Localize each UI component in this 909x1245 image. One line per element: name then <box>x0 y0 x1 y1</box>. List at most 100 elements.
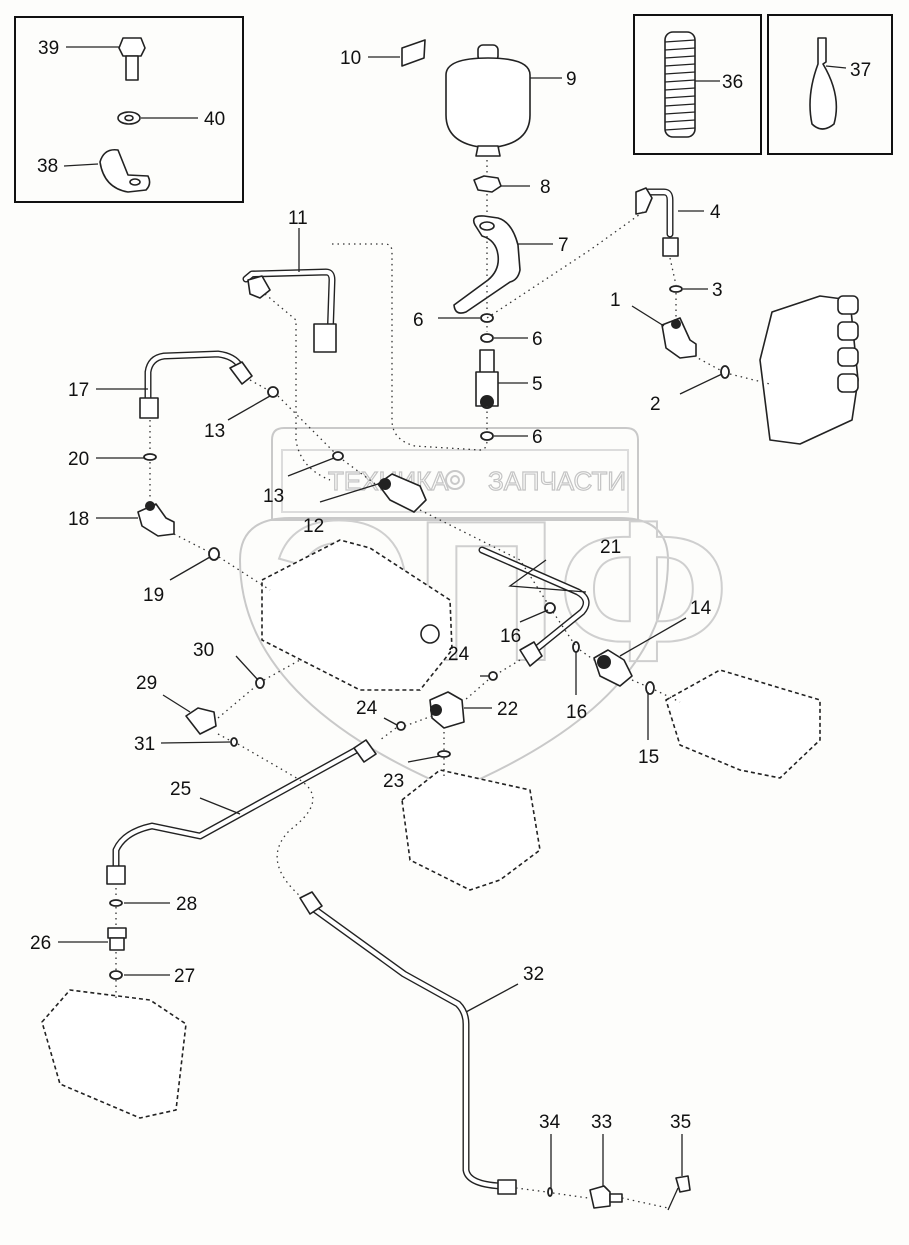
part-elbow-fitting <box>137 501 175 537</box>
gear-icon <box>445 470 465 490</box>
part-adapter-fitting <box>107 927 127 951</box>
assembly-lines <box>115 160 771 1209</box>
callout-13-b[interactable]: 13 <box>263 486 284 507</box>
callout-36[interactable]: 36 <box>722 72 743 93</box>
callout-32[interactable]: 32 <box>523 964 544 985</box>
callout-11[interactable]: 11 <box>288 208 308 229</box>
callout-17[interactable]: 17 <box>68 380 89 401</box>
part-pipe-11 <box>242 268 337 353</box>
part-quick-coupler <box>589 1185 623 1209</box>
o-ring <box>255 677 265 689</box>
o-ring <box>267 386 279 398</box>
watermark-right-text: ЗАПЧАСТИ <box>488 466 626 496</box>
part-elbow-fitting <box>185 707 217 735</box>
callout-15[interactable]: 15 <box>638 747 659 768</box>
callout-33[interactable]: 33 <box>591 1112 612 1133</box>
callout-5[interactable]: 5 <box>532 374 543 395</box>
callout-31[interactable]: 31 <box>134 734 155 755</box>
callout-18[interactable]: 18 <box>68 509 89 530</box>
callout-25[interactable]: 25 <box>170 779 191 800</box>
callout-3[interactable]: 3 <box>712 280 723 301</box>
part-pipe-25 <box>106 739 377 885</box>
part-elbow-fitting <box>661 317 697 359</box>
callout-24-a[interactable]: 24 <box>448 644 470 665</box>
part-spring-sleeve <box>664 31 696 138</box>
callout-6-b[interactable]: 6 <box>532 329 543 350</box>
callout-6-c[interactable]: 6 <box>532 427 543 448</box>
inset-box-sleeve <box>633 14 762 155</box>
callout-12[interactable]: 12 <box>303 516 324 537</box>
o-ring <box>720 365 730 379</box>
callout-1[interactable]: 1 <box>610 290 621 311</box>
part-valve-block-bottom-left <box>41 989 187 1119</box>
callout-14[interactable]: 14 <box>690 598 712 619</box>
callout-2[interactable]: 2 <box>650 394 661 415</box>
part-pipe-4 <box>635 187 679 257</box>
callout-23[interactable]: 23 <box>383 771 404 792</box>
part-bolt <box>118 37 146 81</box>
washer-hole <box>124 114 134 122</box>
callout-10[interactable]: 10 <box>340 48 361 69</box>
part-pipe-32 <box>299 891 517 1195</box>
o-ring <box>488 671 498 681</box>
o-ring <box>669 285 683 293</box>
part-pipe-17 <box>139 350 253 419</box>
o-ring <box>396 721 406 731</box>
callout-6-a[interactable]: 6 <box>413 310 424 331</box>
callout-19[interactable]: 19 <box>143 585 164 606</box>
part-bracket <box>453 215 521 314</box>
callout-21[interactable]: 21 <box>600 537 621 558</box>
part-tee-fitting <box>475 349 499 409</box>
inset-box-hardware <box>14 16 244 203</box>
part-swivel-fitting <box>377 473 427 513</box>
callout-16-b[interactable]: 16 <box>566 702 587 723</box>
callout-30[interactable]: 30 <box>193 640 214 661</box>
callout-37[interactable]: 37 <box>850 60 871 81</box>
part-nut <box>473 175 502 193</box>
o-ring <box>230 737 238 747</box>
callout-20[interactable]: 20 <box>68 449 89 470</box>
callout-4[interactable]: 4 <box>710 202 721 223</box>
inset-box-strap <box>767 14 893 155</box>
o-ring <box>109 899 123 907</box>
callout-39[interactable]: 39 <box>38 38 59 59</box>
part-accumulator <box>445 44 531 157</box>
o-ring <box>544 602 556 614</box>
part-label-decal <box>401 39 426 67</box>
callout-7[interactable]: 7 <box>558 235 569 256</box>
part-swivel-fitting <box>593 649 633 687</box>
bracket-hole <box>479 221 495 231</box>
callout-26[interactable]: 26 <box>30 933 51 954</box>
o-ring <box>572 641 580 653</box>
part-valve-plate <box>665 669 821 779</box>
part-dust-cap <box>667 1175 691 1211</box>
o-ring <box>143 453 157 461</box>
callout-28[interactable]: 28 <box>176 894 197 915</box>
callout-13-a[interactable]: 13 <box>204 421 225 442</box>
part-elbow-fitting <box>429 691 465 729</box>
o-ring <box>547 1187 553 1197</box>
callout-40[interactable]: 40 <box>204 109 225 130</box>
o-ring <box>437 750 451 758</box>
o-ring <box>480 333 494 343</box>
part-cable-tie <box>809 37 838 130</box>
part-clip <box>99 148 151 193</box>
part-valve-block-lower <box>401 769 541 891</box>
o-ring <box>332 451 344 461</box>
callout-35[interactable]: 35 <box>670 1112 691 1133</box>
part-valve-block-right <box>759 295 859 445</box>
callout-22[interactable]: 22 <box>497 699 518 720</box>
callout-38[interactable]: 38 <box>37 156 58 177</box>
leader-lines <box>58 46 847 1188</box>
callout-24-b[interactable]: 24 <box>356 698 378 719</box>
o-ring <box>208 547 220 561</box>
callout-29[interactable]: 29 <box>136 673 157 694</box>
callout-34[interactable]: 34 <box>539 1112 561 1133</box>
callout-8[interactable]: 8 <box>540 177 551 198</box>
o-ring <box>480 313 494 323</box>
callout-9[interactable]: 9 <box>566 69 577 90</box>
callouts: 39 40 38 36 37 10 9 8 7 6 6 5 6 4 3 1 2 … <box>30 38 871 1133</box>
callout-27[interactable]: 27 <box>174 966 195 987</box>
callout-16-a[interactable]: 16 <box>500 626 521 647</box>
